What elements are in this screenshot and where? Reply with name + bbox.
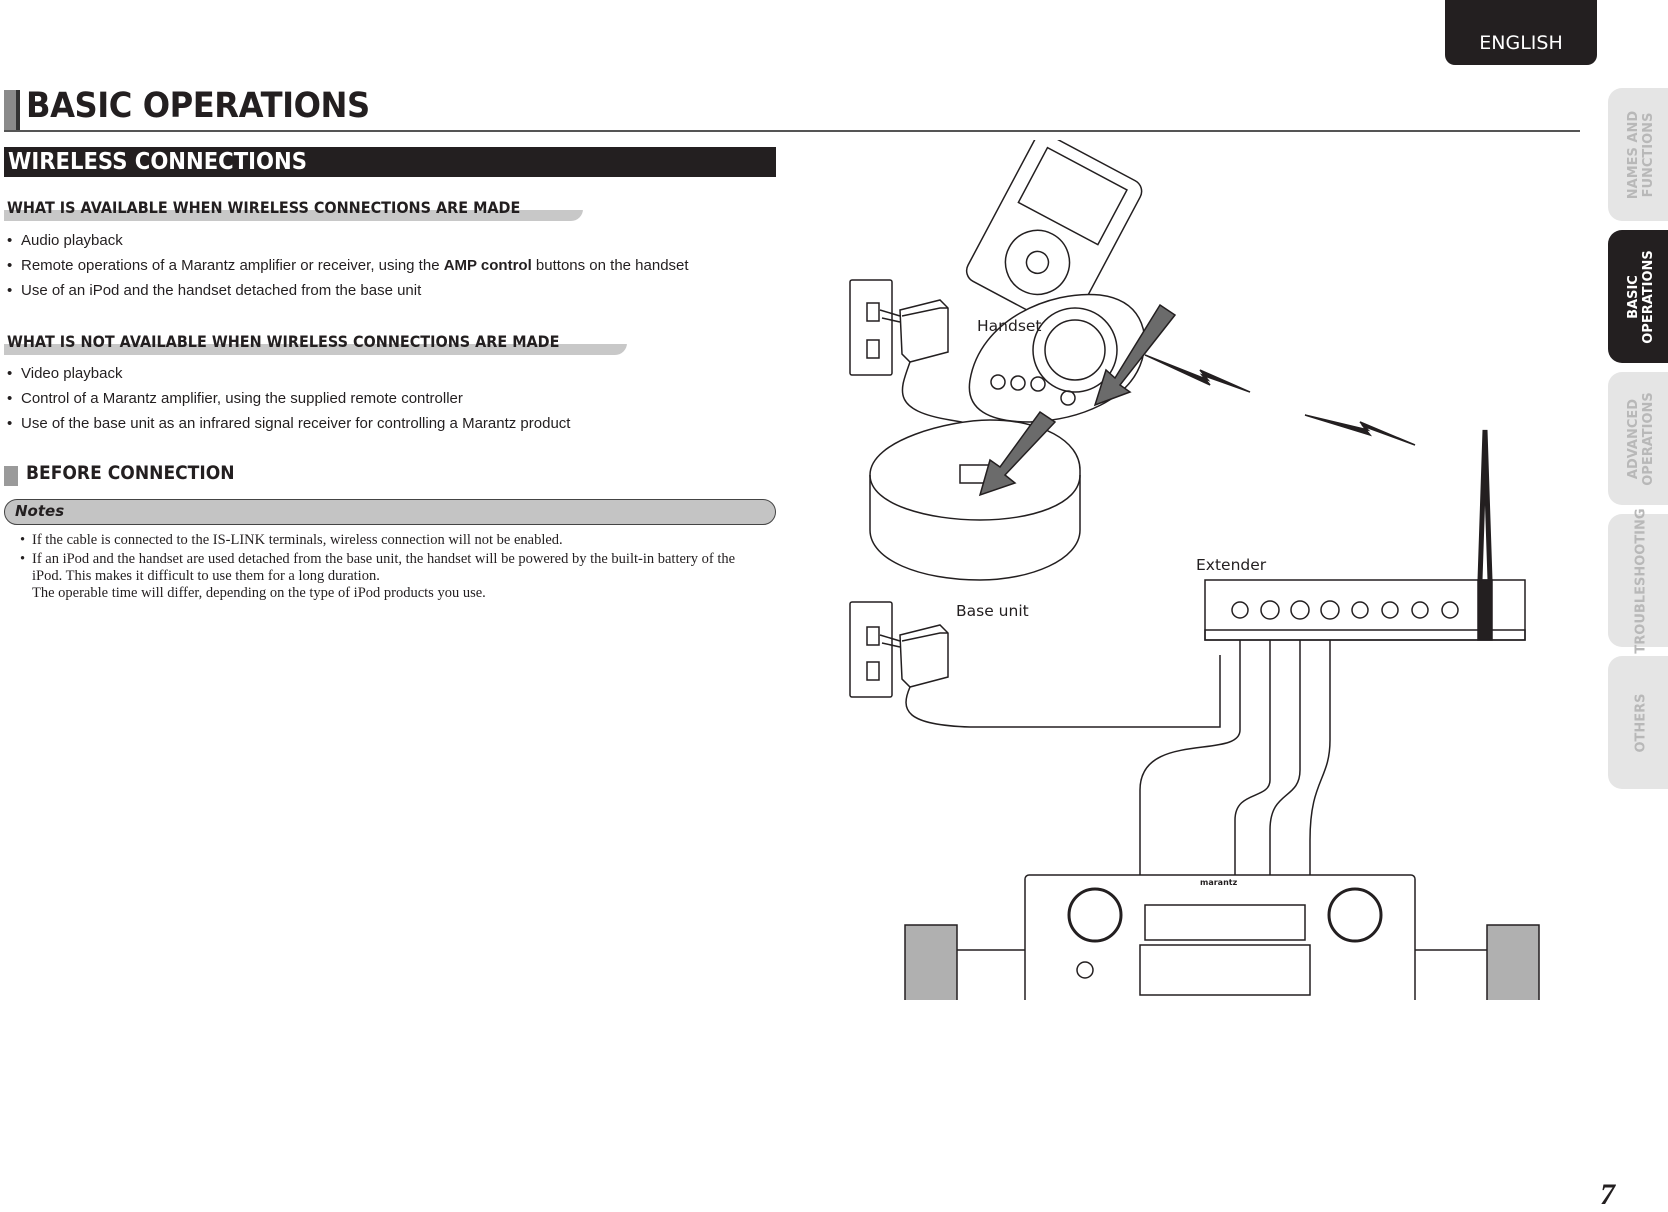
- tab-others[interactable]: OTHERS: [1608, 656, 1668, 789]
- connection-diagram: Handset Base unit Extender marantz: [830, 133, 1620, 1016]
- list-item: Remote operations of a Marantz amplifier…: [4, 253, 689, 278]
- available-heading: WHAT IS AVAILABLE WHEN WIRELESS CONNECTI…: [4, 197, 584, 221]
- note-text: If an iPod and the handset are used deta…: [32, 551, 736, 584]
- list-item: Use of the base unit as an infrared sign…: [4, 411, 570, 436]
- note-item: If an iPod and the handset are used deta…: [20, 551, 760, 602]
- amplifier-brand-logo: marantz: [1200, 878, 1238, 887]
- speaker-left: [904, 924, 958, 1016]
- wall-outlet-top: [849, 279, 893, 376]
- handset-label: Handset: [977, 317, 1042, 335]
- before-connection-marker: [4, 466, 18, 486]
- tab-label: NAMES AND FUNCTIONS: [1626, 110, 1656, 199]
- ipod-device: [965, 133, 1143, 329]
- handset-device: [968, 293, 1146, 423]
- diagram-drawing: [849, 133, 1540, 1016]
- not-available-heading: WHAT IS NOT AVAILABLE WHEN WIRELESS CONN…: [4, 331, 627, 355]
- amp-control-term: AMP control: [443, 257, 532, 274]
- page-number: 7: [1600, 1178, 1615, 1211]
- page-title: BASIC OPERATIONS: [26, 86, 370, 126]
- tab-label: OTHERS: [1633, 692, 1649, 753]
- base-unit-device: [869, 419, 1081, 581]
- notes-bar: Notes: [4, 499, 776, 525]
- section-header-wireless-connections: WIRELESS CONNECTIONS: [4, 147, 776, 177]
- list-item: Audio playback: [4, 228, 689, 253]
- title-rule: [4, 130, 1580, 132]
- insertion-arrows: [978, 303, 1177, 497]
- list-item: Use of an iPod and the handset detached …: [4, 278, 689, 303]
- list-item-text: Remote operations of a Marantz amplifier…: [21, 257, 444, 274]
- not-available-list: Video playback Control of a Marantz ampl…: [4, 361, 570, 436]
- ac-adapter-bottom: [879, 624, 1221, 728]
- extender-label: Extender: [1196, 556, 1267, 574]
- available-list: Audio playback Remote operations of a Ma…: [4, 228, 689, 303]
- tab-basic-operations[interactable]: BASIC OPERATIONS: [1608, 230, 1668, 363]
- section-title: WIRELESS CONNECTIONS: [8, 149, 307, 175]
- title-marker: [4, 90, 16, 130]
- notes-label: Notes: [15, 502, 65, 520]
- list-item-text: buttons on the handset: [531, 257, 689, 274]
- tab-label: BASIC OPERATIONS: [1626, 249, 1656, 344]
- speaker-right: [1486, 924, 1540, 1016]
- wall-outlet-bottom: [849, 601, 893, 698]
- tab-label: TROUBLESHOOTING: [1633, 507, 1649, 654]
- notes-list: If the cable is connected to the IS-LINK…: [20, 532, 760, 604]
- signal-bolt-extender: [1304, 414, 1416, 446]
- title-marker-dark: [16, 90, 20, 130]
- language-tab[interactable]: ENGLISH: [1445, 0, 1597, 65]
- list-item: Control of a Marantz amplifier, using th…: [4, 386, 570, 411]
- ac-adapter-top: [879, 299, 1036, 461]
- tab-names-and-functions[interactable]: NAMES AND FUNCTIONS: [1608, 88, 1668, 221]
- available-heading-text: WHAT IS AVAILABLE WHEN WIRELESS CONNECTI…: [7, 198, 521, 217]
- note-text-continued: The operable time will differ, depending…: [32, 585, 486, 601]
- tab-advanced-operations[interactable]: ADVANCED OPERATIONS: [1608, 372, 1668, 505]
- tab-label: ADVANCED OPERATIONS: [1626, 391, 1656, 486]
- signal-bolt-handset: [1144, 354, 1251, 393]
- note-item: If the cable is connected to the IS-LINK…: [20, 532, 760, 549]
- amplifier-device: [1024, 874, 1416, 1006]
- extender-device: [1204, 429, 1526, 641]
- tab-troubleshooting[interactable]: TROUBLESHOOTING: [1608, 508, 1668, 653]
- not-available-heading-text: WHAT IS NOT AVAILABLE WHEN WIRELESS CONN…: [7, 332, 560, 351]
- base-unit-label: Base unit: [956, 602, 1029, 620]
- list-item: Video playback: [4, 361, 570, 386]
- before-connection-heading: BEFORE CONNECTION: [26, 462, 235, 484]
